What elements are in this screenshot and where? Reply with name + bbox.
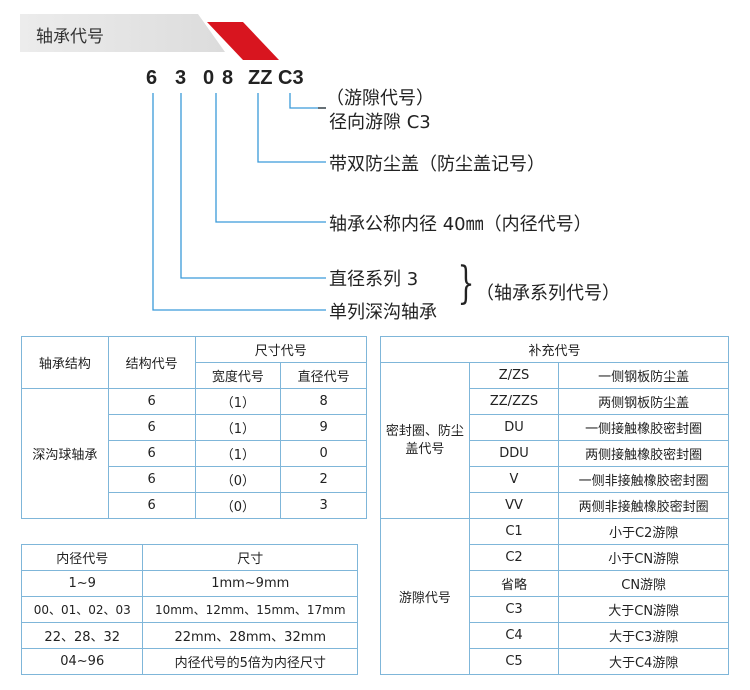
table-row: 深沟球轴承 6 （1） 8 <box>21 388 367 519</box>
code-bore-digit-2: 8 <box>222 67 234 89</box>
leader-diameter-series <box>180 93 326 279</box>
annotation-clearance-value: 径向游隙 C3 <box>329 112 431 133</box>
header-bar <box>20 14 225 52</box>
annotation-shield: 带双防尘盖（防尘盖记号） <box>329 154 545 175</box>
table-row: C5 大于C4游隙 <box>381 648 729 675</box>
page-title: 轴承代号 <box>36 27 104 47</box>
table-row: 省略 CN游隙 <box>381 570 729 597</box>
code-shield: ZZ <box>248 67 273 89</box>
header-structure: 轴承结构 <box>21 336 109 389</box>
table-row: 6 （0） 2 <box>22 466 367 493</box>
brace-symbol: } <box>457 258 475 309</box>
table-row: ZZ/ZZS 两侧钢板防尘盖 <box>381 388 729 415</box>
table-row: DU 一侧接触橡胶密封圈 <box>381 414 729 441</box>
annotation-diameter-series: 直径系列 3 <box>329 269 419 290</box>
header-structure-code: 结构代号 <box>107 336 196 389</box>
table-row: 密封圈、防尘盖代号 Z/ZS 一侧钢板防尘盖 <box>380 362 729 519</box>
leader-bearing-type <box>152 93 326 311</box>
table-row: 6 （0） 3 <box>22 492 367 519</box>
annotation-series-code: （轴承系列代号） <box>476 283 620 304</box>
table-row: 6 （1） 0 <box>22 440 367 467</box>
table-row: 00、01、02、03 10mm、12mm、15mm、17mm <box>20 596 358 623</box>
clearance-group-label: 游隙代号 <box>380 518 470 675</box>
header-supplementary: 补充代号 <box>380 336 729 363</box>
table-row: 6 （1） 9 <box>22 414 367 441</box>
table-row: 22、28、32 22mm、28mm、32mm <box>20 622 358 649</box>
header-width-code: 宽度代号 <box>194 362 282 389</box>
table-row: 游隙代号 C1 小于C2游隙 <box>380 518 729 675</box>
annotation-bore: 轴承公称内径 40㎜（内径代号） <box>329 214 592 235</box>
bearing-type-name: 深沟球轴承 <box>21 388 109 519</box>
annotation-bearing-type: 单列深沟轴承 <box>329 302 437 323</box>
table-row: VV 两侧非接触橡胶密封圈 <box>381 492 729 519</box>
code-bore-digit-1: 0 <box>203 67 215 89</box>
table-row: C4 大于C3游隙 <box>381 622 729 649</box>
annotation-clearance-code: （游隙代号） <box>326 88 434 109</box>
leader-bore <box>215 93 326 223</box>
table-row: C2 小于CN游隙 <box>381 544 729 571</box>
supplementary-code-table: 补充代号 密封圈、防尘盖代号 Z/ZS 一侧钢板防尘盖 ZZ/ZZS 两侧钢板防… <box>380 336 729 675</box>
code-clearance: C3 <box>278 67 304 89</box>
bore-code-table: 内径代号 尺寸 1~9 1mm~9mm 00、01、02、03 10mm、12m… <box>20 544 358 675</box>
header-bore-size: 尺寸 <box>142 544 358 571</box>
header-size-code: 尺寸代号 <box>194 336 368 363</box>
leader-lines <box>152 93 326 311</box>
seal-group-label: 密封圈、防尘盖代号 <box>380 362 470 519</box>
table-row: 04~96 内径代号的5倍为内径尺寸 <box>20 648 358 675</box>
table-row: 1~9 1mm~9mm <box>20 570 358 597</box>
header-diameter-code: 直径代号 <box>280 362 367 389</box>
code-series-digit: 3 <box>175 67 187 89</box>
leader-clearance <box>289 93 326 109</box>
structure-table: 轴承结构 结构代号 尺寸代号 宽度代号 直径代号 深沟球轴承 6 （1） 8 6… <box>21 336 368 519</box>
code-type-digit: 6 <box>146 67 158 89</box>
header-bore-code: 内径代号 <box>20 544 144 571</box>
leader-shield <box>257 93 326 163</box>
